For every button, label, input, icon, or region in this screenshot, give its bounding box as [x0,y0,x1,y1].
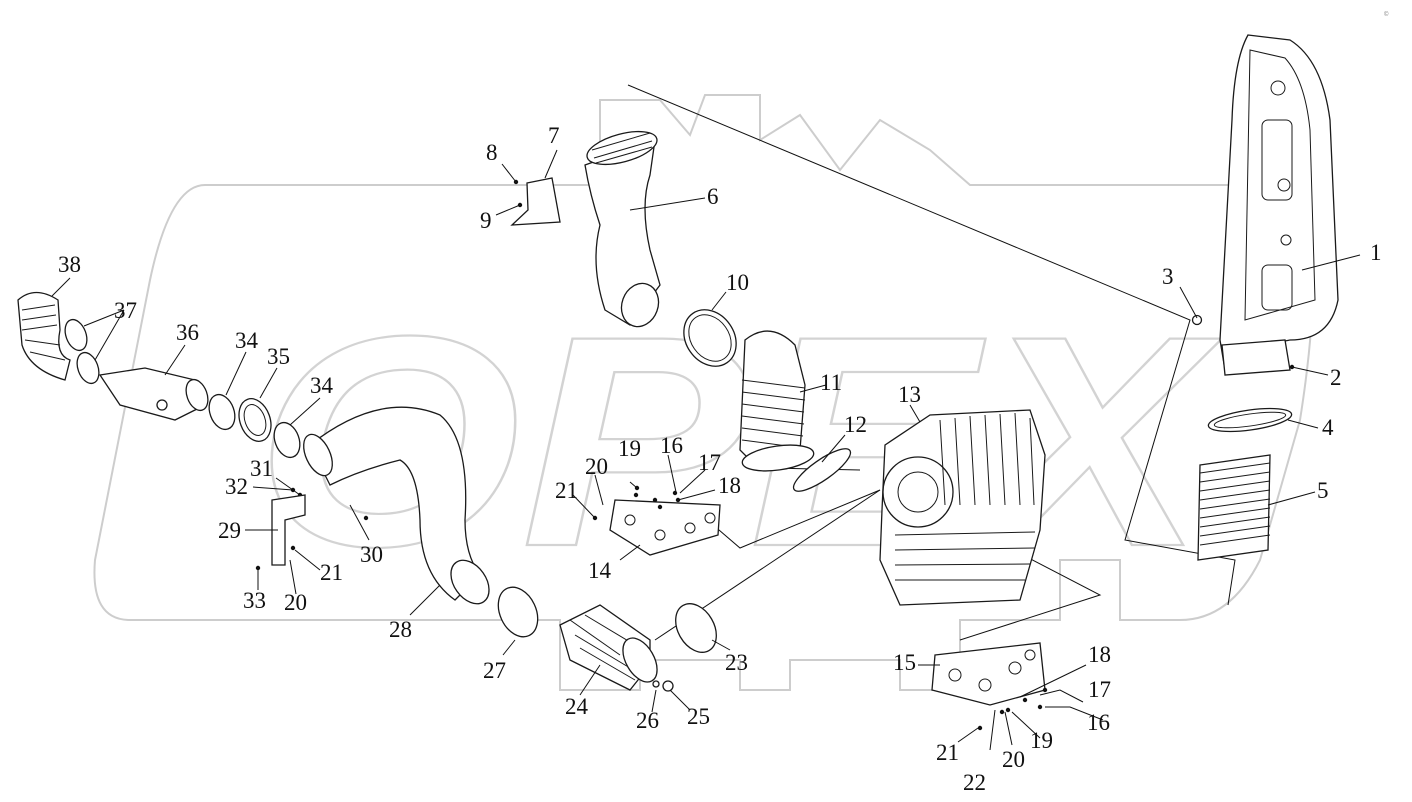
part-15-bracket-plate [931,642,1046,706]
part-5-bellows [1197,454,1271,561]
callout-32: 32 [225,474,248,499]
watermark: OPEX [93,94,1314,691]
part-34-clamp-left [208,393,236,431]
part-37-clamp-b [76,351,100,385]
callout-17b: 17 [1088,677,1111,702]
part-4-clamp [1207,407,1293,433]
part-27-clamp [497,586,539,638]
part-35-coupler-inner [243,404,267,436]
corner-stamp: © [1384,11,1389,18]
callout-30: 30 [360,542,383,567]
callout-27: 27 [483,658,506,683]
callout-38: 38 [58,252,81,277]
callout-36: 36 [176,320,199,345]
callout-12: 12 [844,412,867,437]
part-35-coupler [238,398,272,442]
part-24-hose [559,604,658,691]
part-29-bracket [271,494,306,566]
part-4-clamp-inner [1213,411,1287,429]
callout-19b: 19 [1030,728,1053,753]
part-7-bracket [510,177,561,226]
callout-18b: 18 [1088,642,1111,667]
callout-21c: 21 [936,740,959,765]
callout-3: 3 [1162,264,1174,289]
callout-23: 23 [725,650,748,675]
callout-34a: 34 [235,328,259,353]
callout-18a: 18 [718,473,741,498]
callout-17a: 17 [698,450,721,475]
callout-29: 29 [218,518,241,543]
part-10-clamp-inner [688,314,732,362]
part-3-nut [1191,314,1203,326]
part-34-clamp-right [273,421,301,459]
callout-35: 35 [267,344,290,369]
callout-6: 6 [707,184,719,209]
callout-33: 33 [243,588,266,613]
leader-lines [51,149,1361,751]
callout-20c: 20 [1002,747,1025,772]
callout-16b: 16 [1087,710,1110,735]
callout-11: 11 [820,370,842,395]
callout-1: 1 [1370,240,1382,265]
callout-37: 37 [114,298,137,323]
assembly-guide-line-top [627,84,1236,606]
callout-4: 4 [1322,415,1334,440]
part-38-elbow [17,291,71,381]
callout-13: 13 [898,382,921,407]
callout-34b: 34 [310,373,334,398]
callout-labels: 1 2 3 4 5 6 7 8 9 10 11 12 13 14 15 16 1… [58,123,1382,795]
callout-26: 26 [636,708,659,733]
callout-5: 5 [1317,478,1329,503]
part-1-housing [1219,34,1339,376]
part-6-intake-pipe [584,130,661,328]
part-13-filter-body [879,409,1046,606]
part-36-pipe [98,367,209,421]
callout-25: 25 [687,704,710,729]
callout-9: 9 [480,208,492,233]
part-14-bracket-plate [609,499,721,556]
callout-19a: 19 [618,436,641,461]
part-28-bent-pipe [303,406,490,605]
callout-24: 24 [565,694,589,719]
callout-16a: 16 [660,433,683,458]
part-23-clamp [675,603,717,653]
part-11-flex-connector [739,330,815,472]
callout-21a: 21 [555,478,578,503]
callout-10: 10 [726,270,749,295]
part-12-gasket [792,448,852,492]
callout-2: 2 [1330,365,1342,390]
callout-20b: 20 [284,590,307,615]
callout-22: 22 [963,770,986,795]
part-25-nut [662,680,674,692]
callout-14: 14 [588,558,612,583]
callout-20a: 20 [585,454,608,479]
part-37-clamp-a [64,318,88,352]
callout-8: 8 [486,140,498,165]
callout-7: 7 [548,123,560,148]
callout-31: 31 [250,456,273,481]
part-26-washer [652,680,660,688]
callout-21b: 21 [320,560,343,585]
callout-28: 28 [389,617,412,642]
callout-15: 15 [893,650,916,675]
